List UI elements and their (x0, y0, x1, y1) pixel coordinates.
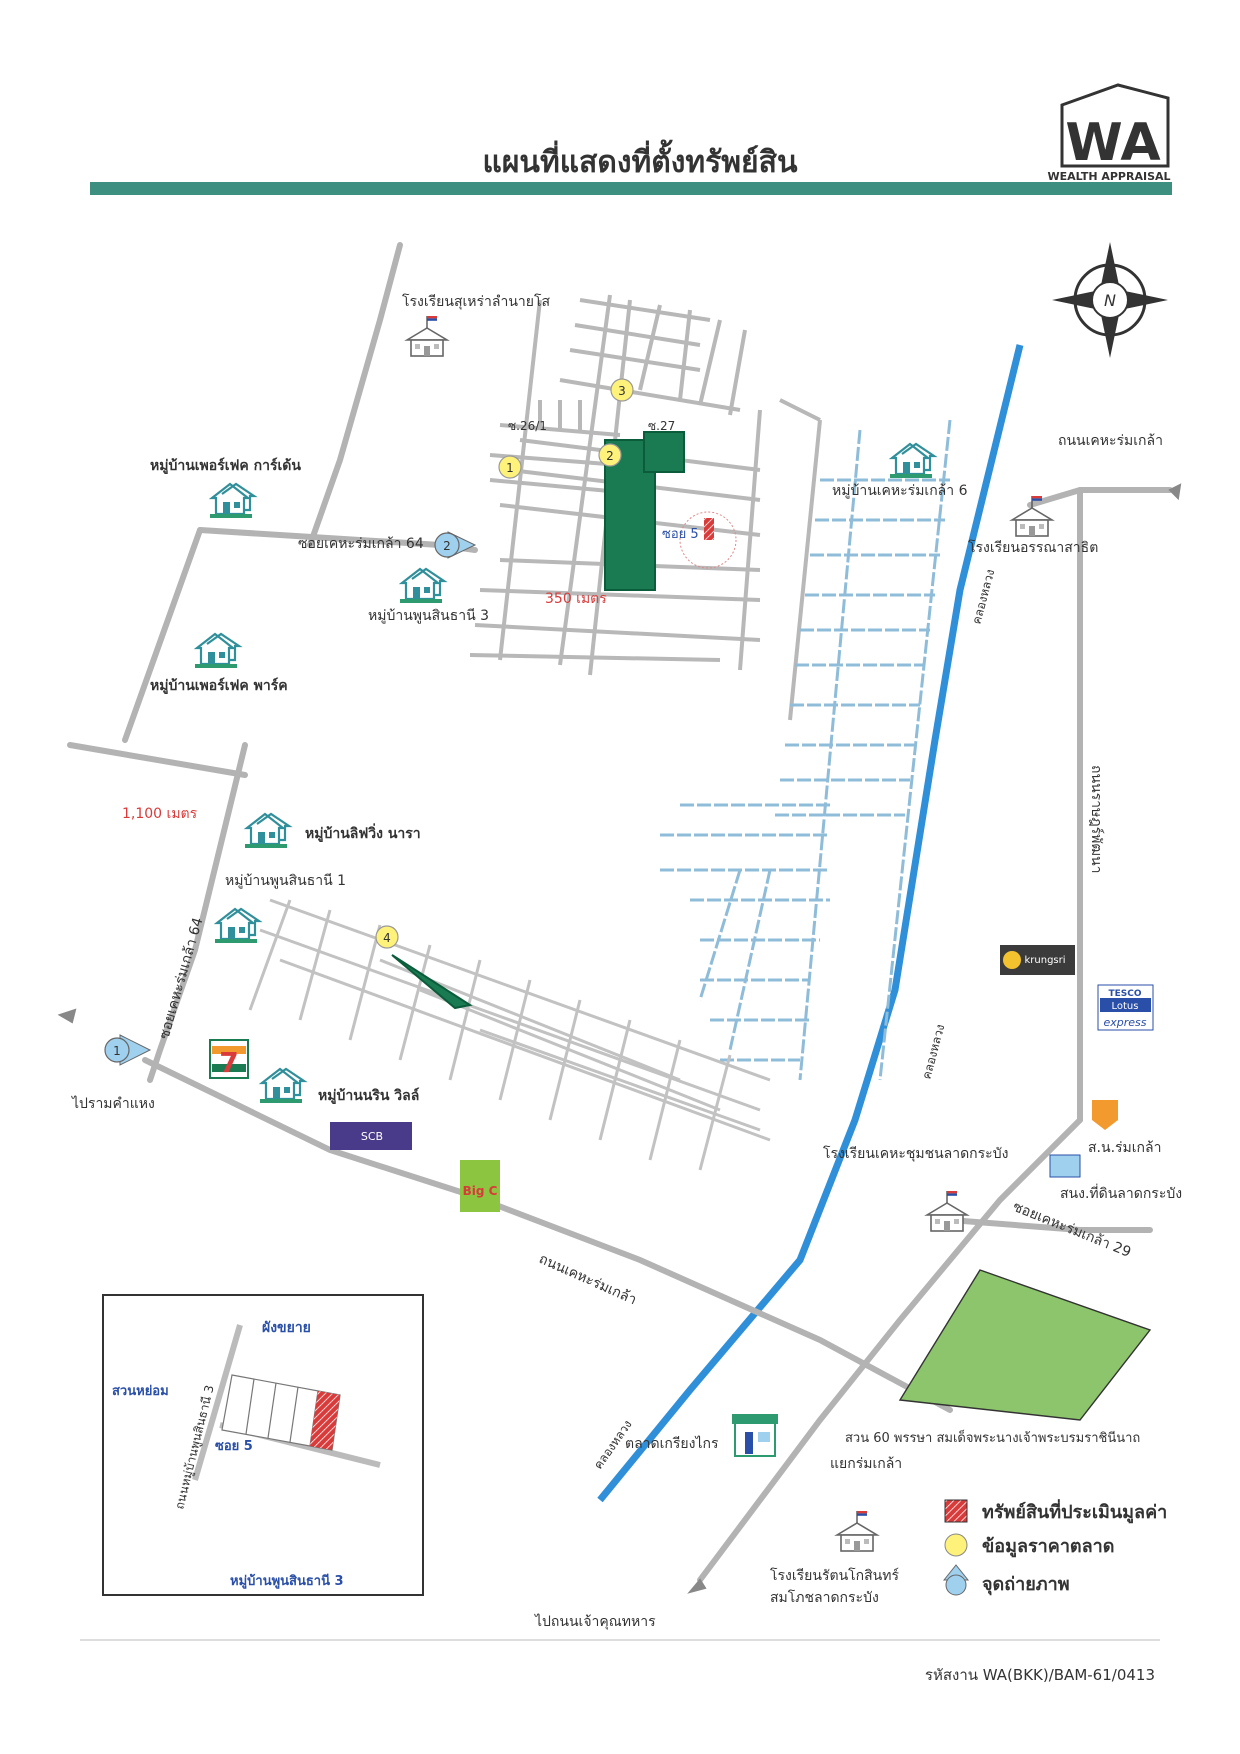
seven-eleven-logo: 7 (209, 1039, 249, 1079)
label-road-right: ถนนราษฎร์พัฒนา (1088, 765, 1105, 873)
label-school-anan: โรงเรียนอรรณาสาธิต (968, 539, 1098, 556)
label-junction: แยกร่มเกล้า (830, 1456, 902, 1472)
inset-appraised (310, 1391, 340, 1450)
svg-text:7: 7 (219, 1046, 238, 1079)
svg-text:express: express (1103, 1016, 1146, 1029)
label-soi-64-top: ซอยเคหะร่มเกล้า 64 (298, 536, 424, 552)
header-bar (90, 182, 1172, 195)
krungsri-logo: krungsri (1000, 945, 1075, 975)
label-living-nara: หมู่บ้านลิฟวิ่ง นารา (305, 823, 421, 842)
header: แผนที่แสดงที่ตั้งทรัพย์สิน WA WEALTH APP… (90, 83, 1174, 195)
label-school-kheha: โรงเรียนเคหะชุมชนลาดกระบัง (823, 1145, 1008, 1162)
police-icon (1092, 1100, 1118, 1130)
label-poonsin3: หมู่บ้านพูนสินธานี 3 (368, 608, 489, 624)
village-icon-narin (258, 1067, 306, 1103)
village-icon-poonsin1 (213, 907, 261, 943)
svg-text:2: 2 (606, 449, 614, 463)
market-marker-3: 3 (610, 378, 634, 402)
land-office-icon (1049, 1154, 1081, 1178)
school-icon-top (406, 315, 448, 357)
legend-appraised-swatch (944, 1499, 968, 1523)
compass-label: N (1104, 291, 1116, 310)
label-land-office: สนง.ที่ดินลาดกระบัง (1060, 1184, 1182, 1202)
label-soi-64-side: ซอยเคหะร่มเกล้า 64 (156, 916, 206, 1041)
legend-market-data: ข้อมูลราคาตลาด (982, 1536, 1114, 1558)
svg-text:Big C: Big C (463, 1184, 498, 1198)
svg-text:4: 4 (383, 931, 391, 945)
label-school-rattana-1: โรงเรียนรัตนโกสินทร์ (770, 1567, 899, 1584)
market-marker-2: 2 (598, 443, 622, 467)
logo-text: WEALTH APPRAISAL (1047, 170, 1170, 183)
page-title: แผนที่แสดงที่ตั้งทรัพย์สิน (483, 139, 798, 180)
south-subdivision (248, 898, 771, 1171)
label-soi-5: ซอย 5 (662, 527, 699, 542)
label-narin: หมู่บ้านนริน วิลล์ (318, 1087, 419, 1104)
market-marker-1: 1 (498, 455, 522, 479)
photo-point-2: 2 (434, 531, 477, 559)
appraised-radius (679, 511, 737, 569)
label-park: สวน 60 พรรษา สมเด็จพระนางเจ้าพระบรมราชิน… (845, 1428, 1140, 1446)
logo-letters: WA (1065, 113, 1160, 173)
svg-text:TESCO: TESCO (1108, 989, 1141, 999)
label-soi-27: ซ.27 (648, 419, 675, 433)
inset-map: ผังขยาย สวนหย่อม ถนนหมู่บ้านพูนสินธานี 3… (102, 1294, 424, 1596)
legend-photo-point: จุดถ่ายภาพ (982, 1574, 1070, 1596)
label-school-rattana-2: สมโภชลาดกระบัง (770, 1589, 879, 1606)
inset-title: ผังขยาย (262, 1320, 311, 1336)
village-icon-perfect-garden (208, 482, 256, 518)
svg-text:1: 1 (506, 461, 514, 475)
label-perfect-park: หมู่บ้านเพอร์เฟค พาร์ค (150, 677, 288, 694)
label-kheha-road-bottom: ถนนเคหะร่มเกล้า (536, 1251, 638, 1308)
svg-text:Lotus: Lotus (1112, 1001, 1139, 1012)
svg-text:krungsri: krungsri (1024, 955, 1065, 966)
label-kheha-road-top: ถนนเคหะร่มเกล้า (1058, 433, 1163, 449)
market-icon (732, 1414, 778, 1457)
wa-logo: WA WEALTH APPRAISAL (1044, 83, 1174, 183)
subject-land-south (391, 954, 473, 1010)
market-marker-4: 4 (375, 925, 399, 949)
footer-code: รหัสงาน WA(BKK)/BAM-61/0413 (925, 1666, 1155, 1684)
north-compass-icon: N (1052, 242, 1168, 358)
label-poonsin1: หมู่บ้านพูนสินธานี 1 (225, 873, 346, 889)
label-canal-top: คลองหลวง (969, 568, 997, 626)
school-icon-rattana (836, 1510, 878, 1552)
legend: ทรัพย์สินที่ประเมินมูลค่า ข้อมูลราคาตลาด… (942, 1499, 1167, 1596)
school-icon-kheha (926, 1190, 968, 1232)
label-canal-bottom: คลองหลวง (919, 1023, 947, 1081)
label-market: ตลาดเกรียงไกร (625, 1435, 719, 1452)
east-lanes (660, 419, 952, 1081)
legend-market-swatch (944, 1533, 968, 1557)
scb-logo: SCB (330, 1122, 412, 1150)
label-dist-1100: 1,100 เมตร (122, 806, 198, 822)
label-to-chaokhun: ไปถนนเจ้าคุณทหาร (534, 1613, 656, 1630)
label-kheha6: หมู่บ้านเคหะร่มเกล้า 6 (832, 483, 968, 499)
svg-text:2: 2 (443, 539, 451, 553)
label-school-top: โรงเรียนสุเหร่าลำนายโส (402, 293, 550, 310)
label-perfect-garden: หมู่บ้านเพอร์เฟค การ์เด้น (150, 457, 301, 474)
photo-point-1: 1 (104, 1034, 152, 1066)
legend-appraised: ทรัพย์สินที่ประเมินมูลค่า (982, 1499, 1167, 1524)
svg-text:3: 3 (618, 384, 626, 398)
village-icon-living-nara (243, 812, 291, 848)
inset-village: หมู่บ้านพูนสินธานี 3 (230, 1573, 344, 1589)
label-police: ส.น.ร่มเกล้า (1088, 1140, 1161, 1156)
svg-text:SCB: SCB (361, 1130, 383, 1143)
subdivision-roads (469, 294, 822, 721)
subject-land-top (643, 431, 685, 473)
park-area (898, 1269, 1152, 1421)
tesco-lotus-logo: TESCO Lotus express (1097, 984, 1154, 1031)
appraised-property (704, 518, 714, 540)
label-soi-26-1: ซ.26/1 (508, 419, 547, 433)
main-canal (597, 344, 1024, 1503)
inset-park: สวนหย่อม (112, 1384, 169, 1399)
village-icon-kheha6 (888, 442, 936, 478)
label-dist-350: 350 เมตร (545, 591, 607, 607)
label-pracha: ไปรามคำแหง (71, 1095, 155, 1112)
direction-arrows (57, 483, 1182, 1594)
bigc-logo: Big C (460, 1160, 500, 1212)
svg-text:1: 1 (113, 1044, 121, 1058)
village-icon-poonsin3 (398, 567, 446, 603)
inset-soi: ซอย 5 (215, 1439, 253, 1454)
village-icon-perfect-park (193, 632, 241, 668)
